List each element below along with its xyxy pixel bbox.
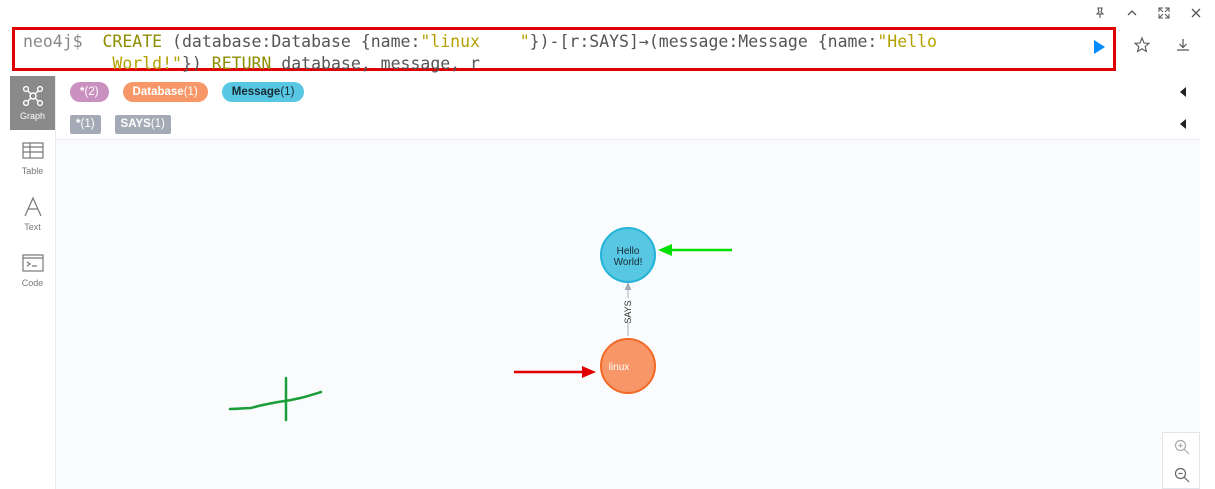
query-editor[interactable]: neo4j$ CREATE (database:Database {name:"… [12, 27, 1116, 73]
scroll-gutter [1200, 76, 1215, 489]
node-database[interactable]: linux [600, 338, 656, 394]
query-token: "linux " [420, 32, 530, 51]
download-icon[interactable] [1174, 36, 1192, 54]
pen-mark-annotation [228, 376, 323, 422]
query-token: database, message, r [271, 54, 480, 73]
relationship-says[interactable]: SAYS [623, 282, 633, 336]
query-token: (database:Database {name: [162, 32, 421, 51]
node-labels-row: *(2) Database(1) Message(1) [70, 80, 305, 104]
label-name: Database [132, 86, 184, 98]
rel-type-all[interactable]: *(1) [70, 114, 101, 134]
favorite-star-icon[interactable] [1133, 36, 1151, 54]
node-message[interactable]: Hello World! [600, 227, 656, 283]
sidebar-item-code[interactable]: Code [10, 242, 55, 298]
frame-controls [1091, 4, 1205, 22]
query-token: }) [181, 54, 212, 73]
rel-count: (1) [80, 117, 95, 130]
query-text[interactable]: neo4j$ CREATE (database:Database {name:"… [23, 31, 983, 75]
collapse-icon[interactable] [1123, 4, 1141, 22]
sidebar-item-text[interactable]: Text [10, 186, 55, 242]
label-name: * [80, 86, 85, 98]
fullscreen-icon[interactable] [1155, 4, 1173, 22]
rel-name: SAYS [120, 117, 151, 130]
table-icon [21, 140, 44, 162]
collapse-reltypes-icon[interactable] [1178, 118, 1188, 130]
rel-name: * [76, 117, 81, 130]
sidebar-item-label: Text [24, 222, 41, 232]
graph-canvas[interactable]: SAYS Hello World! linux [56, 140, 1200, 489]
relationship-types-row: *(1) SAYS(1) [70, 112, 171, 136]
rel-type-says[interactable]: SAYS(1) [114, 114, 171, 134]
node-label-database[interactable]: Database(1) [122, 82, 208, 102]
text-icon [22, 196, 44, 218]
zoom-controls [1162, 432, 1200, 489]
relationship-label: SAYS [623, 300, 633, 323]
graph-icon [22, 85, 44, 107]
query-token: World!" [112, 54, 182, 73]
node-label-all[interactable]: *(2) [70, 82, 109, 102]
node-caption-line2: World! [614, 257, 643, 268]
query-token: CREATE [102, 32, 163, 51]
pin-icon[interactable] [1091, 4, 1109, 22]
green-arrow-annotation [658, 244, 732, 256]
sidebar-item-table[interactable]: Table [10, 130, 55, 186]
node-label-message[interactable]: Message(1) [221, 82, 305, 102]
node-caption: linux [609, 362, 630, 373]
label-count: (1) [183, 86, 198, 98]
red-arrow-annotation [514, 366, 596, 378]
zoom-out-icon[interactable] [1163, 461, 1201, 489]
sidebar-item-graph[interactable]: Graph [10, 76, 55, 130]
result-view-sidebar: Graph Table Text Code [10, 76, 56, 489]
zoom-in-icon[interactable] [1163, 433, 1201, 461]
label-name: Message [231, 86, 281, 98]
collapse-legend-icon[interactable] [1178, 86, 1188, 98]
label-count: (2) [84, 86, 99, 98]
sidebar-item-label: Table [21, 166, 44, 176]
query-prompt: neo4j$ [23, 32, 83, 51]
sidebar-item-label: Code [21, 278, 44, 288]
query-token: "Hello [877, 32, 937, 51]
run-query-icon[interactable] [1090, 38, 1108, 56]
close-icon[interactable] [1187, 4, 1205, 22]
query-token: RETURN [211, 54, 272, 73]
graph-legend: *(2) Database(1) Message(1) *(1) SAYS(1) [56, 76, 1200, 140]
sidebar-item-label: Graph [19, 111, 45, 121]
rel-count: (1) [150, 117, 165, 130]
node-caption-line1: Hello [617, 246, 640, 257]
legend-divider [56, 139, 1200, 140]
query-token: })-[r:SAYS]→(message:Message {name: [529, 32, 878, 51]
code-icon [21, 252, 44, 274]
label-count: (1) [280, 86, 295, 98]
